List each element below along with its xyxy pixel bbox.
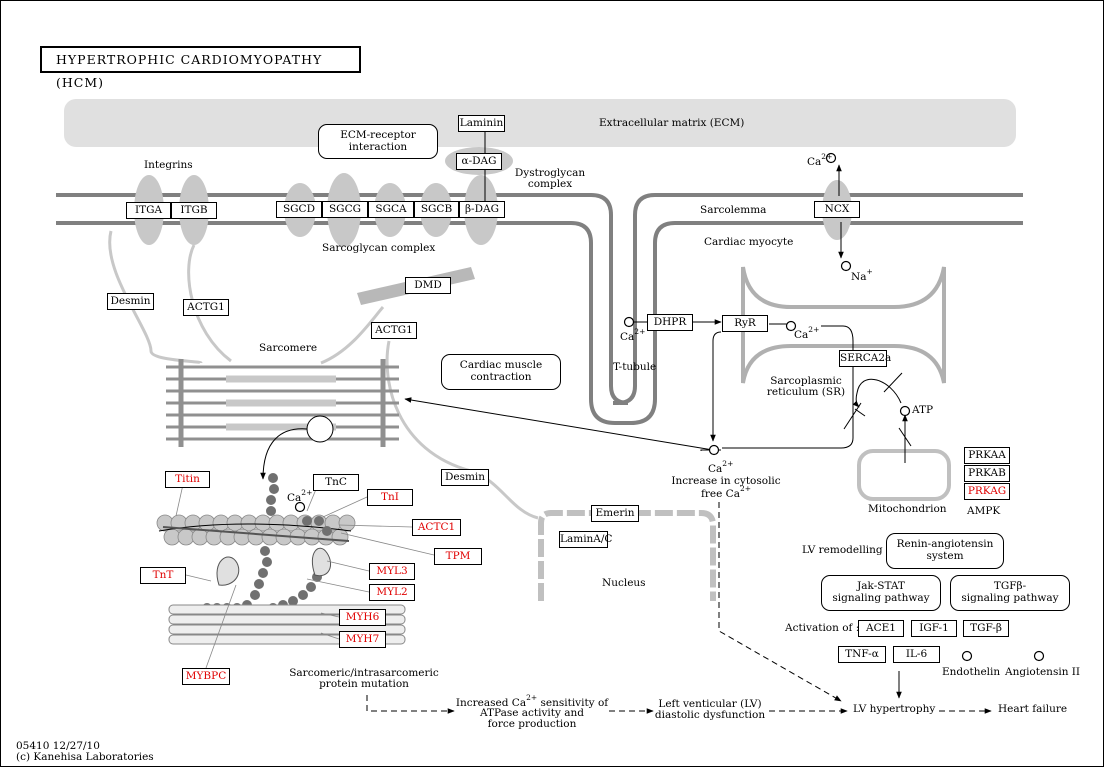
gene-ace1[interactable]: ACE1 <box>858 620 904 637</box>
gene-desmin-2[interactable]: Desmin <box>441 469 489 486</box>
sensitivity-label-2: ATPase activity and <box>479 707 585 719</box>
gene-tpm[interactable]: TPM <box>434 548 482 565</box>
gene-myh6[interactable]: MYH6 <box>339 609 386 626</box>
gene-tni[interactable]: TnI <box>367 489 413 506</box>
ecm-label: Extracellular matrix (ECM) <box>599 117 745 129</box>
increase-ca-label-2: free Ca2+ <box>700 484 752 500</box>
ampk-label: AMPK <box>967 505 1001 517</box>
gene-myl2[interactable]: MYL2 <box>369 584 415 601</box>
gene-actc1[interactable]: ACTC1 <box>412 519 461 536</box>
sr-shape <box>741 266 946 384</box>
gene-mybpc[interactable]: MYBPC <box>182 668 230 685</box>
gene-actg1[interactable]: ACTG1 <box>183 299 229 316</box>
ca-tnc-circle <box>294 501 306 513</box>
gene-titin[interactable]: Titin <box>165 471 210 488</box>
sr-label-2: reticulum (SR) <box>766 386 846 398</box>
sr-label-1: Sarcoplasmic <box>770 375 842 387</box>
heart-failure-label: Heart failure <box>998 703 1068 715</box>
sensitivity-label-3: force production <box>487 718 577 730</box>
ca-cytosol-circle <box>708 444 720 456</box>
gene-sgcb[interactable]: SGCB <box>414 201 459 218</box>
increase-ca-label-1: Increase in cytosolic <box>671 475 781 487</box>
footer-copyright: (c) Kanehisa Laboratories <box>16 751 154 763</box>
gene-sgcd[interactable]: SGCD <box>276 201 322 218</box>
cardiac-myocyte-label: Cardiac myocyte <box>704 236 794 248</box>
integrins-label: Integrins <box>144 159 193 171</box>
gene-tgf-beta[interactable]: TGF-β <box>963 620 1009 637</box>
pathway-ecm-receptor[interactable]: ECM-receptor interaction <box>318 124 438 159</box>
gene-itga[interactable]: ITGA <box>126 202 171 219</box>
thin-filament <box>156 514 356 546</box>
gene-il6[interactable]: IL-6 <box>893 646 940 663</box>
gene-ncx[interactable]: NCX <box>814 201 860 218</box>
t-tubule-label: T-tubule <box>613 361 657 373</box>
endothelin-label: Endothelin <box>942 666 1001 678</box>
sarcomere-label: Sarcomere <box>259 342 318 354</box>
gene-tnt[interactable]: TnT <box>140 567 186 584</box>
pathway-tgf-beta[interactable]: TGFβ- signaling pathway <box>950 575 1070 611</box>
sarcolemma-membrane <box>56 193 1023 425</box>
lv-dysfunction-label-2: diastolic dysfunction <box>654 709 766 721</box>
mutation-label-1: Sarcomeric/intrasarcomeric <box>289 667 439 679</box>
gene-actg1-2[interactable]: ACTG1 <box>371 322 417 339</box>
mitochondrion-label: Mitochondrion <box>868 503 947 515</box>
gene-prkag[interactable]: PRKAG <box>964 483 1010 500</box>
gene-ryr[interactable]: RyR <box>722 315 768 332</box>
atp-circle <box>899 405 911 417</box>
angiotensin-circle <box>1033 650 1045 662</box>
ca-tnc-label: Ca2+ <box>287 488 313 504</box>
lv-dysfunction-label-1: Left venticular (LV) <box>658 698 762 710</box>
gene-tnc[interactable]: TnC <box>313 474 359 491</box>
angiotensin-label: Angiotensin II <box>1005 666 1081 678</box>
gene-sgcg[interactable]: SGCG <box>322 201 368 218</box>
page-title: HYPERTROPHIC CARDIOMYOPATHY (HCM) <box>40 46 361 90</box>
endothelin-circle <box>961 650 973 662</box>
gene-desmin[interactable]: Desmin <box>107 293 154 310</box>
gene-sgca[interactable]: SGCA <box>368 201 414 218</box>
sarcoglycan-label: Sarcoglycan complex <box>322 242 436 254</box>
na-label: Na+ <box>851 267 873 283</box>
dystroglycan-label-1: Dystroglycan <box>514 167 586 179</box>
lv-hypertrophy-label: LV hypertrophy <box>853 703 936 715</box>
mutation-label-2: protein mutation <box>319 678 409 690</box>
gene-myh7[interactable]: MYH7 <box>339 631 386 648</box>
activation-of-label: Activation of : <box>785 622 860 634</box>
gene-serca2a[interactable]: SERCA2a <box>839 350 891 367</box>
ca-cytosol-label: Ca2+ <box>708 459 734 475</box>
pathway-cardiac-contraction[interactable]: Cardiac muscle contraction <box>441 354 561 390</box>
lv-remodelling-label: LV remodelling <box>802 544 883 556</box>
pathway-renin-angiotensin[interactable]: Renin-angiotensin system <box>886 533 1004 569</box>
atp-label: ATP <box>912 404 934 416</box>
gene-myl3[interactable]: MYL3 <box>369 563 415 580</box>
gene-itgb[interactable]: ITGB <box>171 202 217 219</box>
pathway-jak-stat[interactable]: Jak-STAT signaling pathway <box>821 575 941 611</box>
gene-beta-dag[interactable]: β-DAG <box>459 201 505 218</box>
ca-dhpr-circle <box>623 316 635 328</box>
gene-laminin[interactable]: Laminin <box>458 115 505 132</box>
footer-id-date: 05410 12/27/10 <box>16 740 100 752</box>
gene-lamin-ac[interactable]: LaminA/C <box>559 531 612 548</box>
sarcolemma-label: Sarcolemma <box>700 204 767 216</box>
nucleus-label: Nucleus <box>602 577 646 589</box>
gene-igf1[interactable]: IGF-1 <box>911 620 957 637</box>
gene-emerin[interactable]: Emerin <box>591 505 639 522</box>
ca-ncx-label: Ca2+ <box>807 152 833 168</box>
mitochondrion-shape <box>857 449 951 501</box>
ca-ryr-circle <box>785 320 797 332</box>
gene-alpha-dag[interactable]: α-DAG <box>456 153 502 170</box>
gene-tnf-alpha[interactable]: TNF-α <box>838 646 886 663</box>
gene-dhpr[interactable]: DHPR <box>647 314 693 331</box>
ca-dhpr-label: Ca2+ <box>620 327 646 343</box>
gene-dmd[interactable]: DMD <box>405 277 451 294</box>
dystroglycan-label-2: complex <box>527 178 573 190</box>
gene-prkaa[interactable]: PRKAA <box>964 447 1010 464</box>
ca-ryr-label: Ca2+ <box>794 325 820 341</box>
gene-prkab[interactable]: PRKAB <box>964 465 1010 482</box>
sensitivity-label-1: Increased Ca2+ sensitivity of <box>455 693 609 709</box>
ca-ncx-circle <box>825 152 837 164</box>
na-circle <box>840 260 852 272</box>
ecm-band <box>64 99 1016 147</box>
